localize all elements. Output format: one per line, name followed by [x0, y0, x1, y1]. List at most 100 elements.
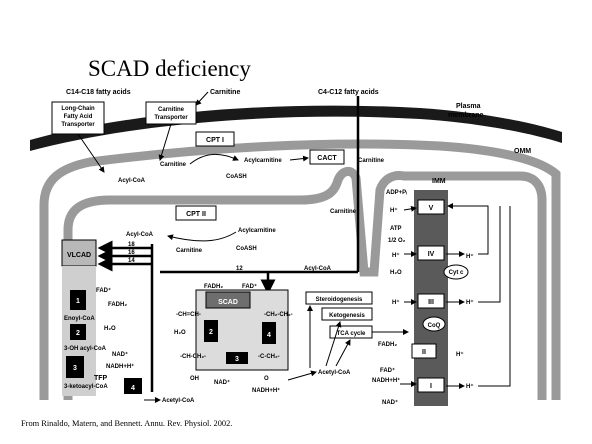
nadh3-label: NADH+H⁺: [372, 377, 400, 384]
steroidogenesis-label: Steroidogenesis: [316, 297, 363, 303]
h1-label: H⁺: [390, 207, 398, 214]
carnitine-d-label: Carnitine: [176, 248, 203, 254]
c-ch2-label: -C-CH₂-: [258, 354, 280, 360]
acylcoa-b-label: Acyl-CoA: [126, 232, 154, 238]
steroidogenesis-box: [305, 291, 373, 305]
acetyl-coa-1-label: Acetyl-CoA: [162, 398, 195, 404]
carnitine-a-label: Carnitine: [160, 162, 187, 168]
h1-arrow: [403, 205, 417, 212]
atp-label: ATP: [390, 226, 402, 232]
citation-caption: From Rinaldo, Matern, and Bennett. Annu.…: [21, 419, 233, 428]
ch2-ch2-label: -CH₂-CH₂-: [264, 312, 293, 318]
h-out-2-label: H⁺: [466, 299, 474, 306]
proton-return-line-3: [478, 206, 511, 387]
plasma-label: Plasma: [456, 103, 481, 110]
coq-label: CoQ: [428, 323, 441, 329]
slide-title: SCAD deficiency: [88, 56, 251, 81]
carnitine-transport-arrow: [158, 123, 172, 161]
scad-step2-label: 2: [209, 329, 213, 336]
cpt2-box: [175, 205, 217, 221]
h2o-2-label: H₂O: [174, 330, 186, 336]
complex-ii-label: II: [422, 349, 426, 356]
step3-label: 3: [73, 365, 77, 372]
carnitine-c-label: Carnitine: [330, 209, 357, 215]
imm-label: IMM: [432, 178, 446, 185]
n18-label: 18: [128, 242, 135, 248]
h-out-3-label: H⁺: [456, 351, 464, 358]
step4-marker: [124, 378, 142, 394]
carnitine-transporter-label-1: Carnitine: [158, 107, 185, 113]
tca-cycle-label: TCA cycle: [337, 331, 366, 337]
fad1-label: FAD⁺: [96, 287, 111, 294]
n14-label: 14: [128, 258, 135, 264]
acylcoa-a-label: Acyl-CoA: [118, 178, 146, 184]
h-out-1-label: H⁺: [466, 253, 474, 260]
ketoacyl-coa-label: 3-ketoacyl-CoA: [64, 384, 108, 390]
cact-box: [309, 149, 345, 165]
cact-label: CACT: [317, 155, 337, 162]
complex-iii-label: III: [428, 299, 434, 306]
acylcarnitine-a-label: Acylcarnitine: [244, 158, 282, 164]
n16-label: 16: [128, 250, 135, 256]
h2o-label: H₂O: [390, 270, 402, 276]
carnitine-top-label: Carnitine: [210, 89, 240, 96]
complex-v-label: V: [429, 205, 434, 212]
o-label: O: [264, 376, 269, 382]
cpt1-label: CPT I: [206, 137, 224, 144]
tfp-label: TFP: [94, 375, 108, 382]
acetyl-coa-2-label: Acetyl-CoA: [318, 370, 351, 376]
fad3-label: FAD⁺: [380, 367, 395, 374]
h3-label: H⁺: [392, 299, 400, 306]
c14-c18-label: C14-C18 fatty acids: [66, 89, 131, 96]
oh-acyl-coa-label: 3-OH acyl-CoA: [64, 346, 107, 352]
omm-label: OMM: [514, 148, 531, 155]
h2o1-label: H₂O: [104, 326, 116, 332]
lcfa-transporter-label-2: Fatty Acid: [64, 114, 93, 120]
c4-c12-label: C4-C12 fatty acids: [318, 89, 379, 96]
cpt2-label: CPT II: [186, 211, 206, 218]
complex-iii-box: [417, 293, 445, 309]
scad-to-acetyl-arrow: [287, 370, 317, 381]
cpt2-reaction-arrow: [167, 231, 237, 242]
coash-a-label: CoASH: [226, 174, 247, 180]
oh-label: OH: [190, 376, 199, 382]
fadh2-3-label: FADH₂: [378, 342, 397, 348]
h-out-4-label: H⁺: [466, 383, 474, 390]
nadh1-label: NADH+H⁺: [106, 363, 134, 370]
proton-return-arrow: [447, 203, 489, 255]
lcfa-in-arrow: [77, 133, 105, 173]
fad2-label: FAD⁺: [242, 283, 257, 290]
step1-label: 1: [76, 298, 80, 305]
lcfa-transporter-box: [51, 101, 105, 135]
step4-label: 4: [131, 385, 135, 392]
ketogenesis-label: Ketogenesis: [329, 313, 365, 319]
lcfa-transporter-label-1: Long-Chain: [61, 106, 95, 112]
coq-oval: [422, 316, 446, 332]
cpt1-box: [195, 131, 235, 147]
to-tca-arrow: [335, 339, 351, 367]
enoyl-coa-label: Enoyl-CoA: [64, 316, 95, 322]
cpt1-reaction-arrow: [189, 154, 239, 165]
to-ketogenesis-arrow: [325, 321, 342, 367]
cyt-c-oval: [443, 264, 469, 280]
step3-marker: [66, 356, 84, 378]
cyt-c-label: Cyt c: [449, 270, 464, 276]
fadh2-2-label: FADH₂: [204, 284, 223, 290]
complex-iv-box: [417, 245, 445, 261]
complex-i-box: [417, 377, 445, 393]
step2-marker: [70, 324, 86, 340]
complex-v-box: [417, 199, 445, 215]
n12-label: 12: [236, 266, 243, 272]
scad-step4-label: 4: [267, 332, 271, 339]
acylcarnitine-b-label: Acylcarnitine: [238, 228, 276, 234]
carnitine-in-arrow: [195, 91, 209, 106]
scad-step2-marker: [204, 320, 218, 342]
nad1-label: NAD⁺: [112, 351, 128, 358]
scad-step3-marker: [226, 352, 248, 364]
membrane-label: membrane: [448, 112, 484, 119]
proton-return-line-2: [478, 206, 501, 303]
fadh2-1-label: FADH₂: [108, 302, 127, 308]
ch-ch-label: -CH=CH-: [176, 312, 201, 318]
adp-pi-label: ADP+Pᵢ: [386, 190, 407, 196]
